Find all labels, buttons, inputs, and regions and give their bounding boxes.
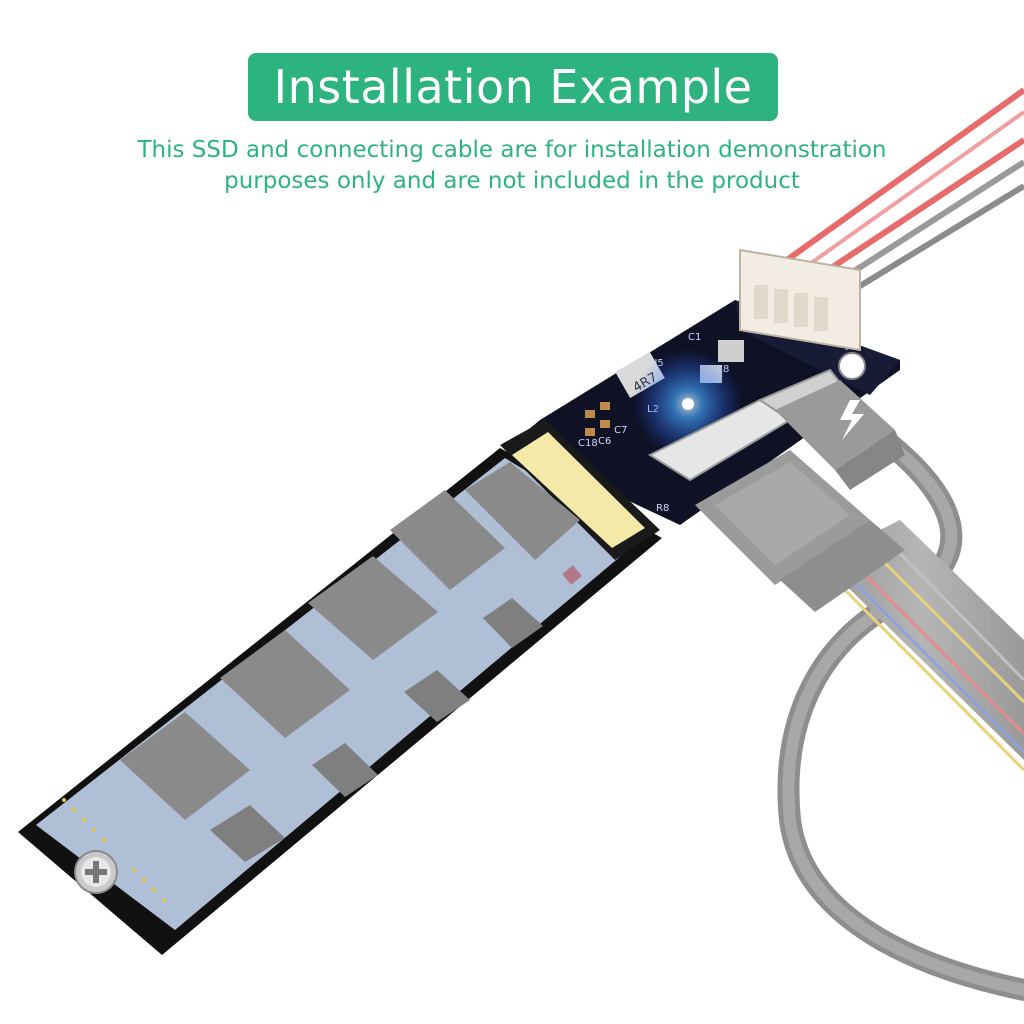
sata-ribbon-cable — [820, 520, 1024, 772]
c6-label: C6 — [598, 436, 611, 447]
power-plug — [775, 380, 905, 490]
subtitle-line-1: This SSD and connecting cable are for in… — [137, 137, 887, 163]
power-connector — [739, 248, 861, 352]
ssd-module — [18, 420, 662, 955]
screw-icon — [74, 850, 118, 894]
lightning-icon — [840, 400, 864, 440]
title-badge: Installation Example — [248, 53, 778, 121]
page-title: Installation Example — [273, 60, 753, 114]
r8-label: R8 — [656, 503, 669, 514]
c1-label: C1 — [688, 332, 701, 343]
c18-label: C18 — [578, 438, 598, 449]
subtitle-line-2: purposes only and are not included in th… — [224, 168, 800, 194]
sata-cable-plug — [695, 450, 905, 612]
c7-label: C7 — [614, 425, 627, 436]
